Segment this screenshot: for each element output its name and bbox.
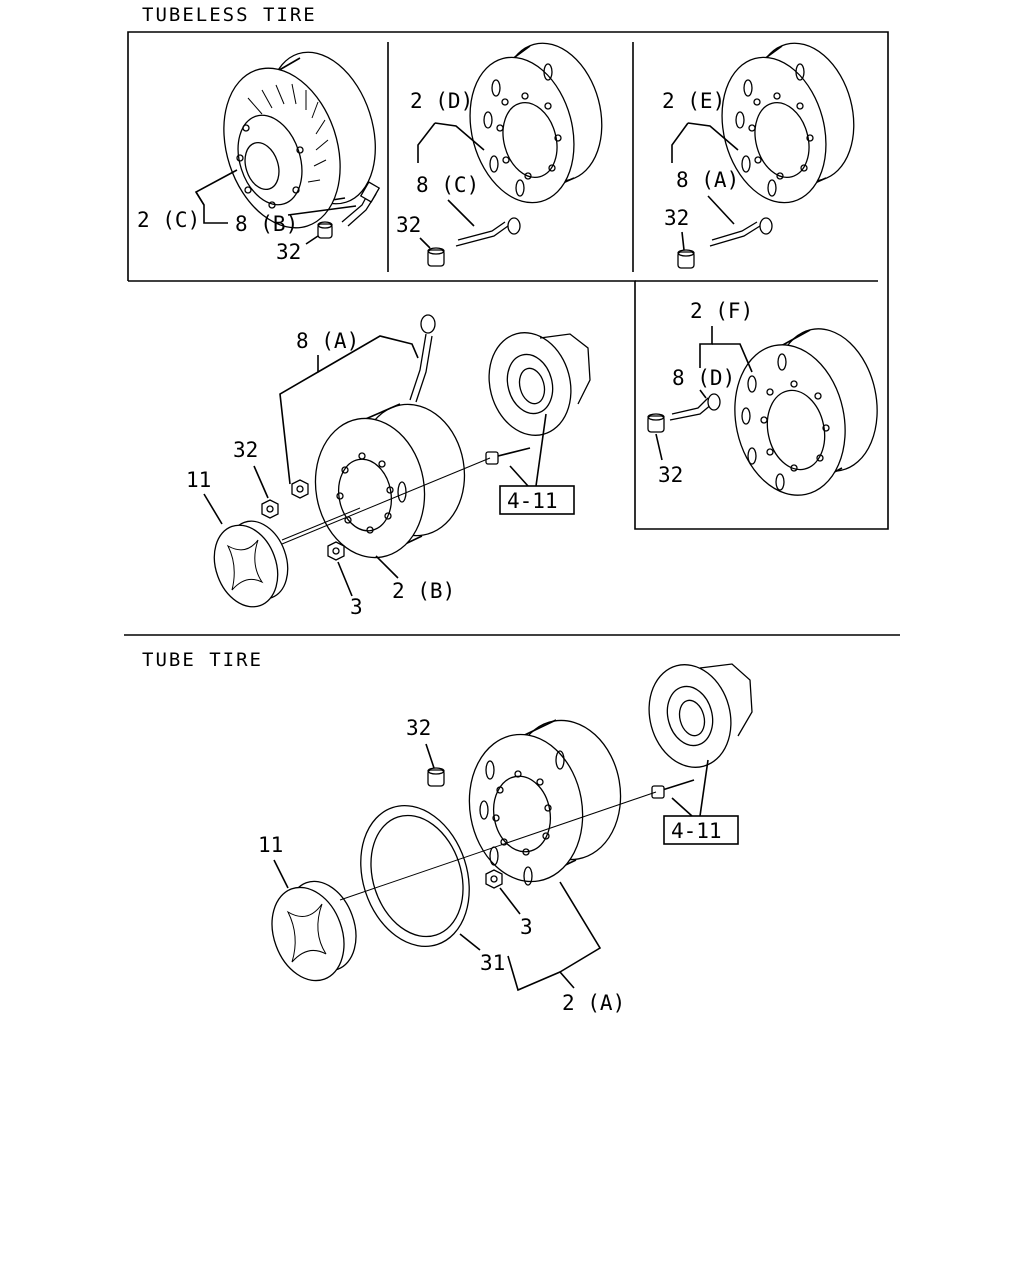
leader-ref-main-a xyxy=(509,465,529,487)
tire-flap-31 xyxy=(360,805,470,947)
leader-32c xyxy=(681,231,685,251)
callout-31: 31 xyxy=(480,951,505,975)
wheel-2a-drawing xyxy=(468,719,622,886)
leader-32-tube xyxy=(425,743,435,769)
hub-nut-3-tube xyxy=(485,869,503,889)
tubeless-variants-frame xyxy=(127,31,889,530)
ref-box-tube[interactable] xyxy=(663,815,739,845)
callout-32c: 32 xyxy=(664,206,689,230)
leader-2e xyxy=(671,122,689,163)
leader-32a xyxy=(305,235,319,245)
callout-8c: 8 (C) xyxy=(416,173,479,197)
leader-11-tube xyxy=(273,859,289,889)
callout-11-main: 11 xyxy=(186,468,211,492)
wheel-bolt-tube xyxy=(651,779,695,799)
leader-8a-panel xyxy=(707,195,735,225)
leader-2f xyxy=(699,326,713,368)
section-title-tube: TUBE TIRE xyxy=(142,649,263,671)
callout-ref-tube[interactable]: 4-11 xyxy=(671,819,722,843)
valve-cap-32d xyxy=(647,413,665,433)
leader-2c xyxy=(194,169,238,224)
leader-31 xyxy=(459,933,481,951)
callout-2f: 2 (F) xyxy=(690,299,753,323)
callout-8d: 8 (D) xyxy=(672,366,735,390)
ref-box-main[interactable] xyxy=(499,485,575,515)
hub-nut-main-2 xyxy=(291,479,309,499)
leader-32-main xyxy=(253,465,269,499)
wheel-cap-11-main xyxy=(213,520,289,608)
callout-2d: 2 (D) xyxy=(410,89,473,113)
leader-2a xyxy=(507,955,575,992)
callout-11-tube: 11 xyxy=(258,833,283,857)
hub-4-11-main xyxy=(488,332,591,436)
callout-32b: 32 xyxy=(396,213,421,237)
valve-stem-8a-main xyxy=(409,314,436,403)
leader-3-tube xyxy=(499,887,521,915)
leader-ref-tube-a xyxy=(671,797,693,817)
valve-stem-8a-panel xyxy=(709,217,773,247)
hub-nut-3-main xyxy=(327,541,345,561)
callout-8b: 8 (B) xyxy=(235,212,298,236)
wheel-2f-drawing xyxy=(734,328,878,496)
leader-32d xyxy=(655,433,663,461)
leader-ref-main-b xyxy=(535,413,547,487)
valve-cap-32c xyxy=(677,249,695,269)
valve-stem-8c xyxy=(455,217,521,247)
callout-32d: 32 xyxy=(658,463,683,487)
leader-8a-main xyxy=(279,355,319,485)
wheel-cap-11-tube xyxy=(271,880,357,982)
hub-4-11-tube xyxy=(648,663,753,768)
valve-stem-8d xyxy=(669,393,721,421)
leader-8c xyxy=(447,199,475,227)
leader-8b xyxy=(287,205,357,216)
wheel-2e-drawing xyxy=(721,42,855,204)
valve-cap-32b xyxy=(427,247,445,267)
callout-3-main: 3 xyxy=(350,595,363,619)
leader-8d xyxy=(699,389,707,399)
callout-ref-main[interactable]: 4-11 xyxy=(507,489,558,513)
callout-32-tube: 32 xyxy=(406,716,431,740)
section-title-tubeless: TUBELESS TIRE xyxy=(142,4,317,26)
leader-2b xyxy=(375,555,399,579)
leader-11-main xyxy=(203,493,223,525)
callout-8a-panel: 8 (A) xyxy=(676,168,739,192)
wheel-2c-drawing xyxy=(223,51,376,229)
callout-32-main: 32 xyxy=(233,438,258,462)
callout-32a: 32 xyxy=(276,240,301,264)
callout-2a: 2 (A) xyxy=(562,991,625,1015)
wheel-bolt-main xyxy=(485,447,531,465)
leader-ref-tube-b xyxy=(699,759,709,817)
valve-cap-32-main xyxy=(261,499,279,519)
valve-cap-32-tube xyxy=(427,767,445,787)
callout-2e: 2 (E) xyxy=(662,89,725,113)
callout-2c: 2 (C) xyxy=(137,208,200,232)
leader-2d xyxy=(417,122,436,163)
callout-2b: 2 (B) xyxy=(392,579,455,603)
callout-3-tube: 3 xyxy=(520,915,533,939)
leader-32b xyxy=(419,237,431,249)
leader-3-main xyxy=(337,561,353,597)
valve-stem-8b xyxy=(341,181,381,227)
wheel-2b-drawing xyxy=(314,403,466,559)
wheel-2d-drawing xyxy=(469,42,603,204)
valve-cap-32a xyxy=(317,221,333,239)
callout-8a-main: 8 (A) xyxy=(296,329,359,353)
